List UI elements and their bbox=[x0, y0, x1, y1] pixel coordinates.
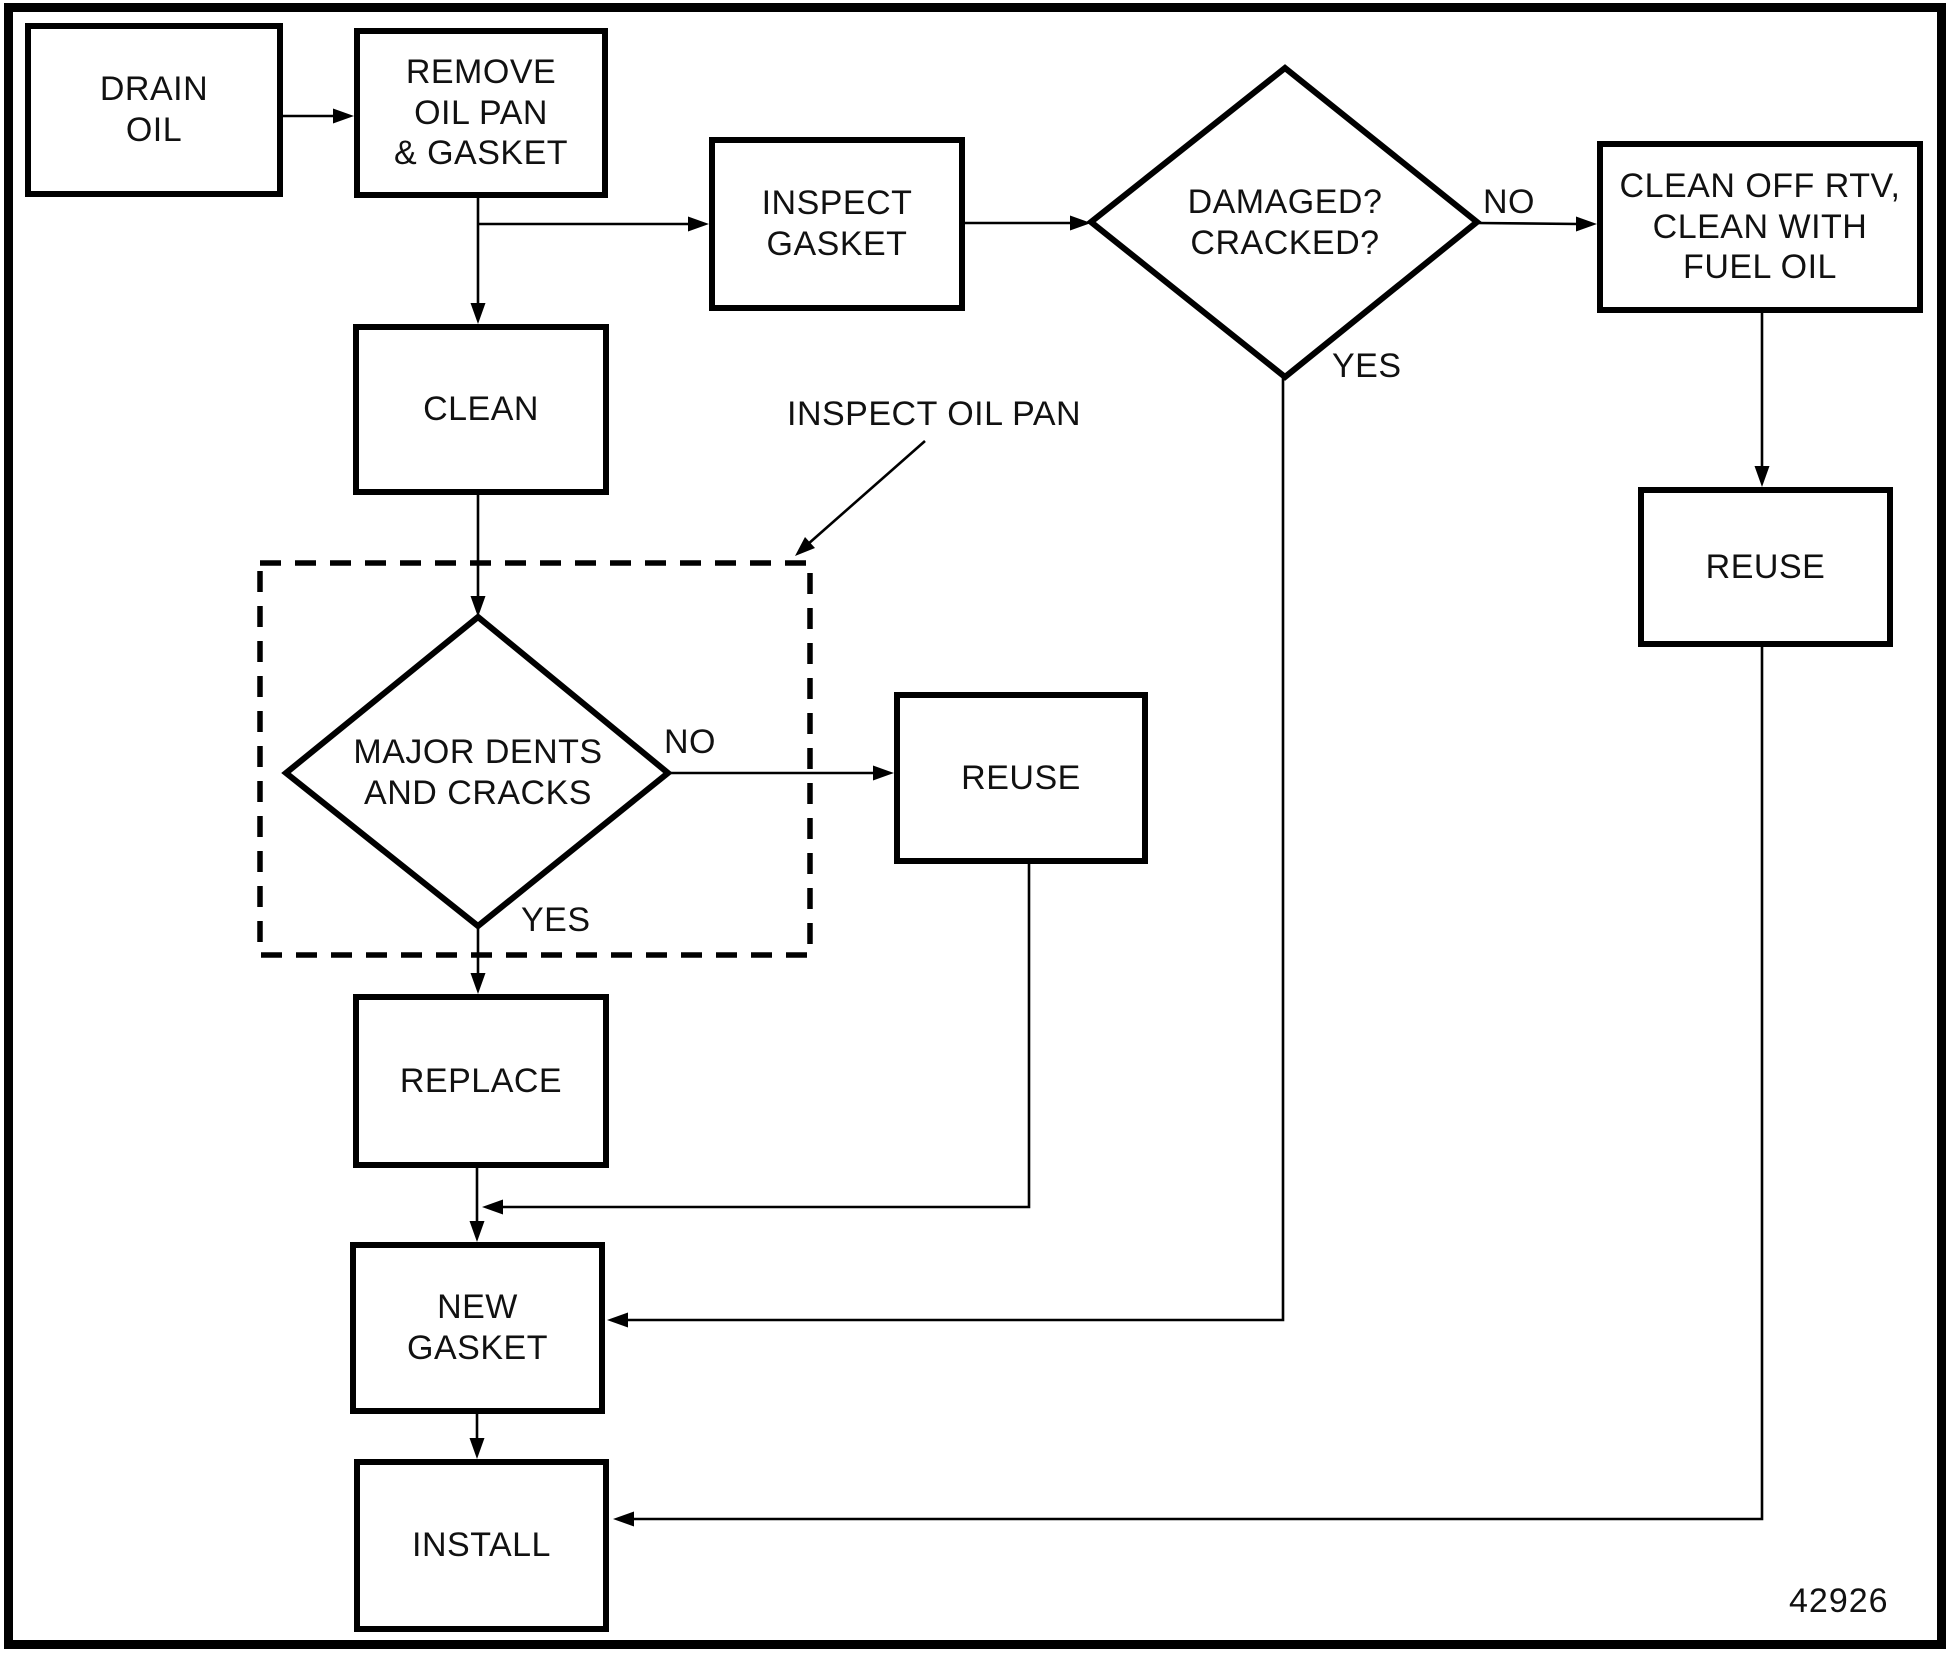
node-drain-oil: DRAIN OIL bbox=[25, 23, 283, 197]
edge-reuse-right-to-install bbox=[631, 647, 1764, 1521]
node-clean: CLEAN bbox=[353, 324, 609, 495]
node-install: INSTALL bbox=[354, 1459, 609, 1632]
node-clean-off-rtv: CLEAN OFF RTV, CLEAN WITH FUEL OIL bbox=[1597, 141, 1923, 313]
edge-damaged-yes bbox=[626, 377, 1285, 1322]
edge-label-damaged-yes: YES bbox=[1332, 347, 1402, 385]
edge-label-dents-yes: YES bbox=[521, 901, 591, 939]
decision-major-dents-label: MAJOR DENTS AND CRACKS bbox=[353, 732, 603, 812]
node-replace: REPLACE bbox=[353, 994, 609, 1168]
dashed-inspect-region bbox=[257, 560, 813, 958]
node-reuse-right: REUSE bbox=[1638, 487, 1893, 647]
edge-label-damaged-no: NO bbox=[1483, 183, 1535, 221]
inspect-oil-pan-annotation: INSPECT OIL PAN bbox=[787, 395, 1082, 433]
edge-annotation-arrow bbox=[798, 440, 926, 553]
arrowheads bbox=[333, 108, 1770, 1527]
decision-major-dents-shape bbox=[281, 613, 673, 930]
figure-number: 42926 bbox=[1789, 1582, 1889, 1620]
edge-label-dents-no: NO bbox=[664, 723, 716, 761]
node-new-gasket: NEW GASKET bbox=[350, 1242, 605, 1414]
edge-damaged-no bbox=[1476, 221, 1580, 226]
decision-damaged-cracked-label: DAMAGED? CRACKED? bbox=[1187, 182, 1383, 262]
node-reuse-middle: REUSE bbox=[894, 692, 1148, 864]
edge-reuse-mid-merge bbox=[500, 864, 1031, 1209]
decision-damaged-cracked-shape bbox=[1086, 64, 1482, 381]
node-remove-oil-pan: REMOVE OIL PAN & GASKET bbox=[354, 28, 608, 198]
node-inspect-gasket: INSPECT GASKET bbox=[709, 137, 965, 311]
